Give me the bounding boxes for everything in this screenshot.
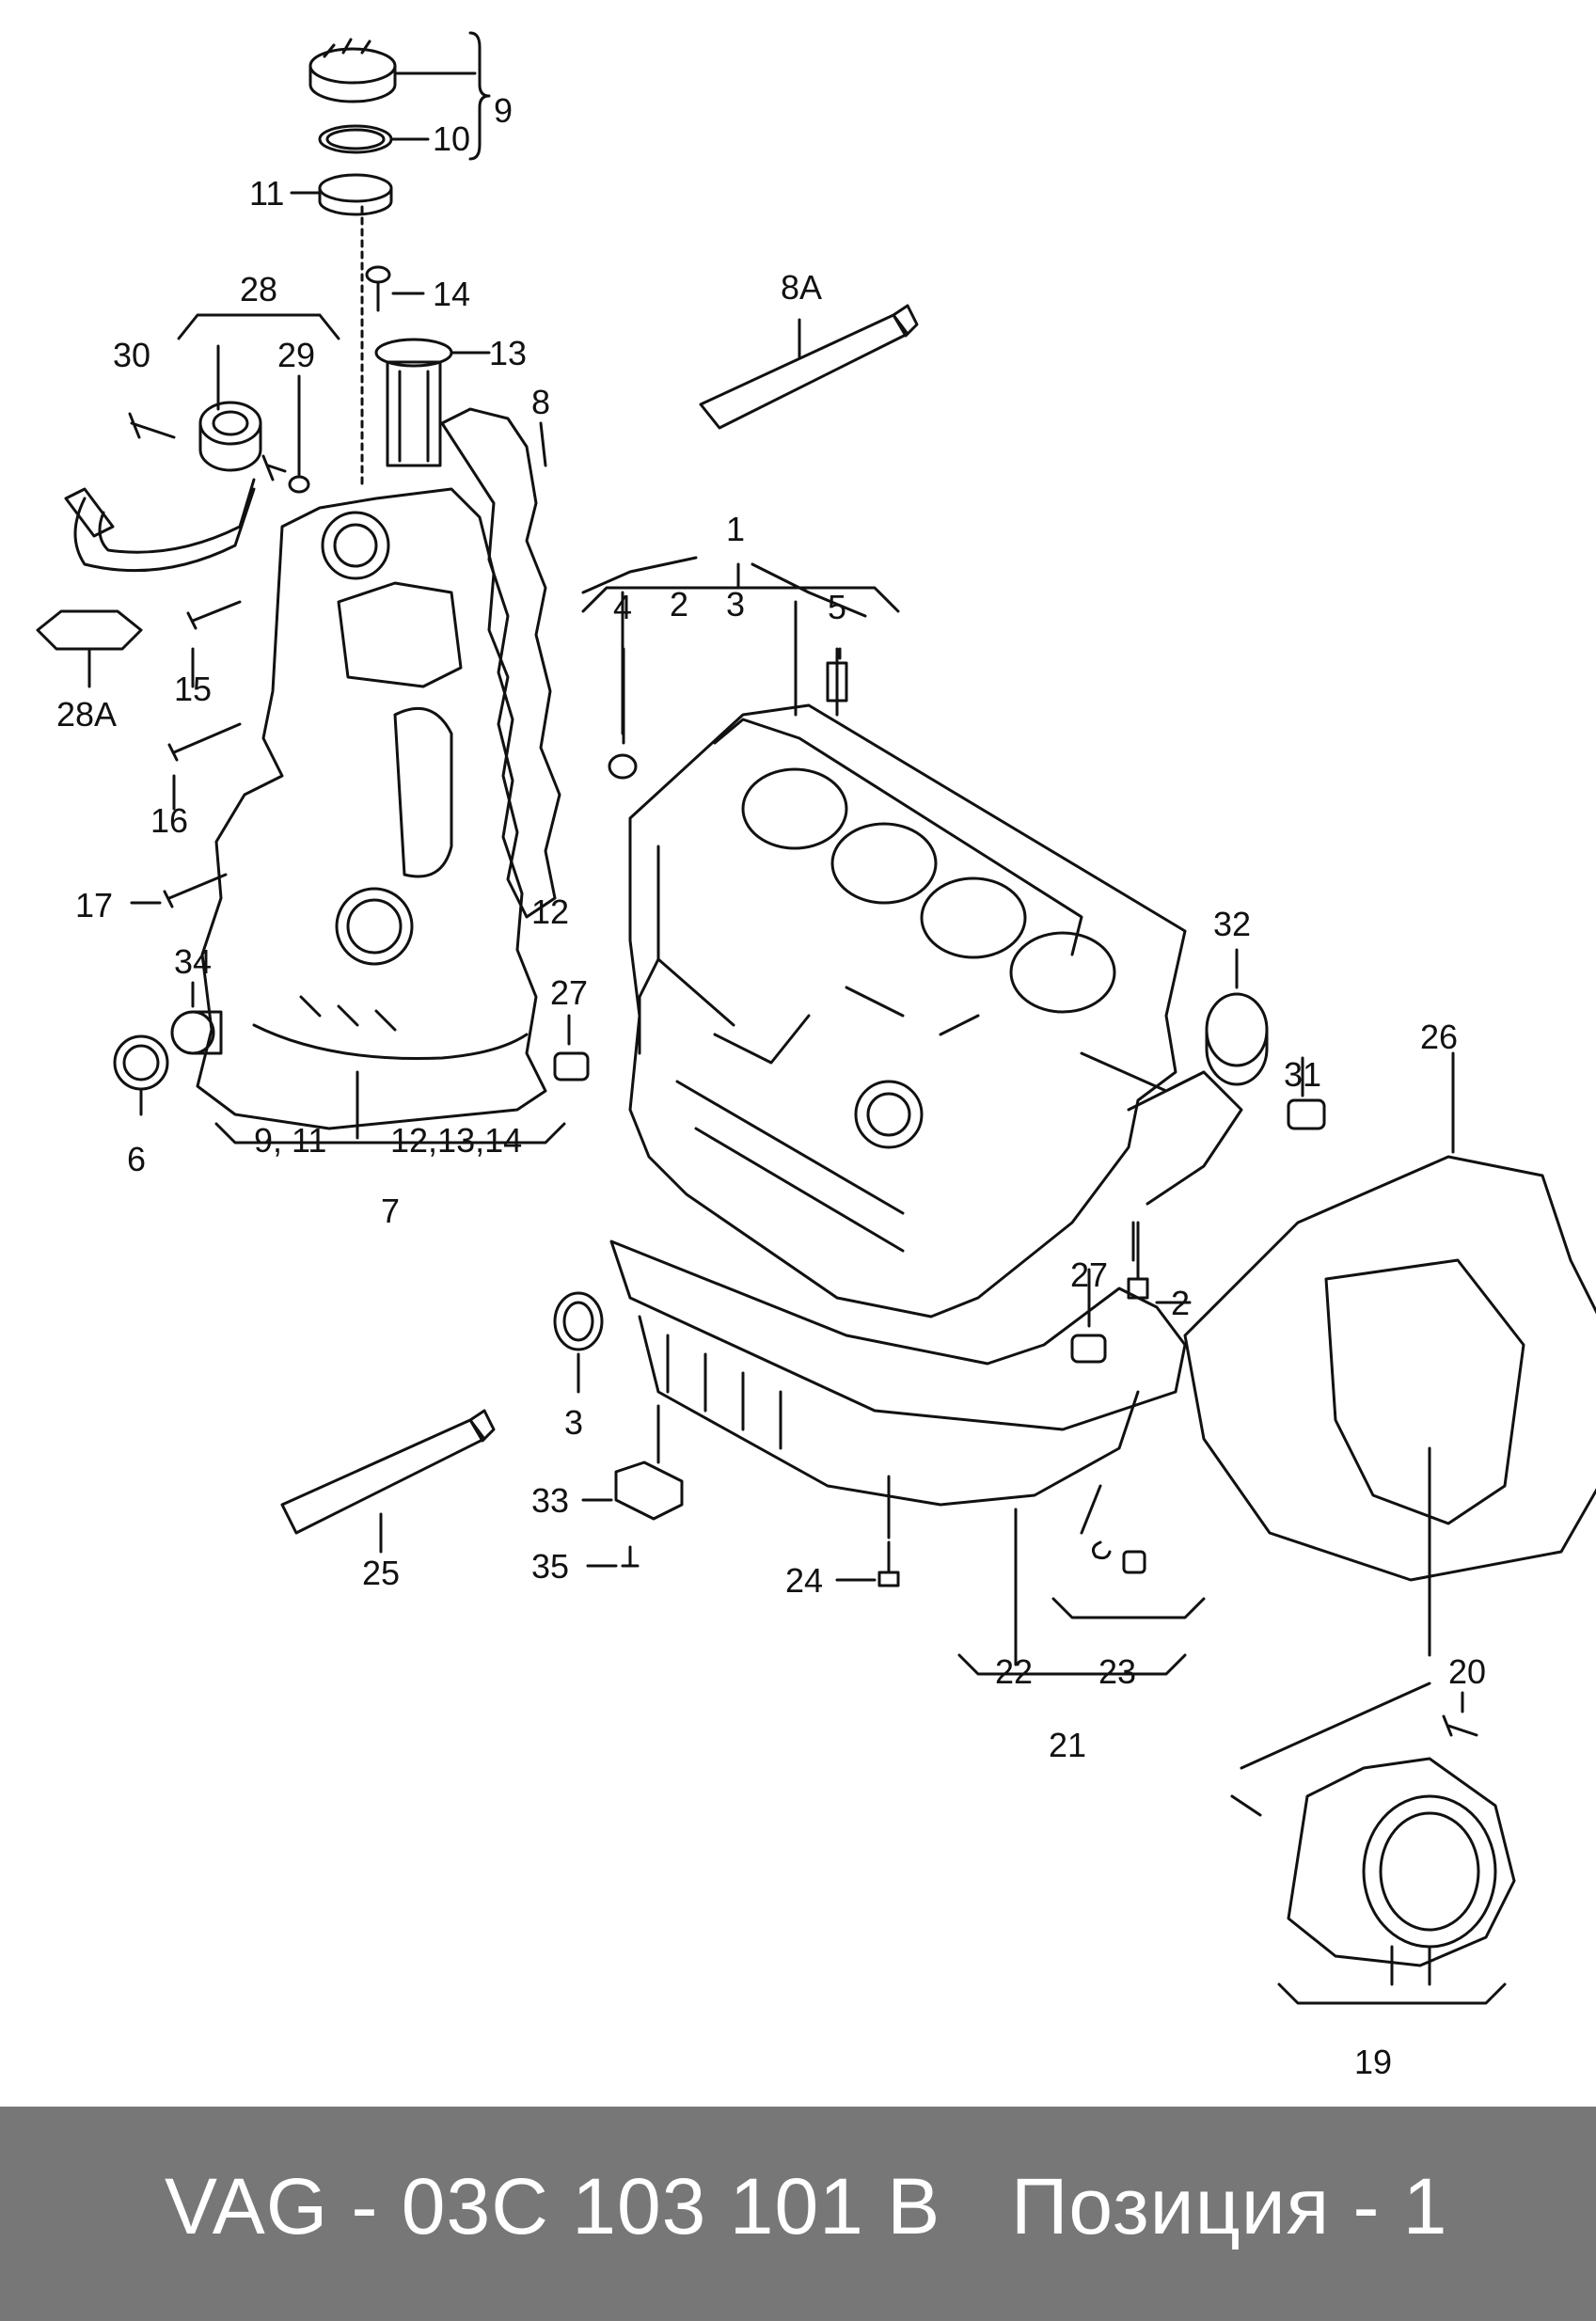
label-22: 22 xyxy=(995,1652,1033,1691)
cover-gasket xyxy=(440,407,561,919)
label-14: 14 xyxy=(433,275,470,313)
label-27-right: 27 xyxy=(1070,1255,1108,1294)
label-30: 30 xyxy=(113,336,150,374)
label-3-bottom: 3 xyxy=(564,1403,583,1442)
part-number-text: VAG - 03C 103 101 B xyxy=(165,2162,941,2250)
label-26: 26 xyxy=(1420,1018,1458,1056)
oil-filler-cap xyxy=(290,31,491,216)
sealant-tube-25 xyxy=(280,1409,496,1554)
label-7: 7 xyxy=(381,1192,400,1230)
label-32: 32 xyxy=(1213,905,1251,943)
engine-block xyxy=(581,556,1243,1318)
front-seal xyxy=(553,1291,604,1394)
label-28: 28 xyxy=(240,270,277,308)
oil-sensor xyxy=(581,1404,900,1587)
label-9-11: 9, 11 xyxy=(254,1121,326,1160)
label-9: 9 xyxy=(494,91,513,130)
filler-neck xyxy=(360,205,491,491)
label-13: 13 xyxy=(489,334,527,372)
label-4: 4 xyxy=(613,588,632,626)
oil-pan xyxy=(609,1239,1187,1676)
label-33: 33 xyxy=(531,1481,569,1520)
position-text: Позиция - 1 xyxy=(1011,2162,1448,2250)
engine-block-exploded-view: 9 10 11 14 13 28 30 29 28A 15 16 17 34 6… xyxy=(36,31,1596,2081)
callout-labels: 9 10 11 14 13 28 30 29 28A 15 16 17 34 6… xyxy=(56,91,1486,2081)
part-info-footer: VAG - 03C 103 101 B Позиция - 1 xyxy=(0,2107,1596,2321)
label-11: 11 xyxy=(249,174,284,213)
label-23: 23 xyxy=(1098,1652,1136,1691)
label-20: 20 xyxy=(1448,1652,1486,1691)
rear-gasket xyxy=(1183,1051,1596,1657)
label-3-top: 3 xyxy=(726,585,745,624)
sealant-tube-8A xyxy=(699,304,919,430)
label-5: 5 xyxy=(828,588,846,626)
label-25: 25 xyxy=(362,1554,400,1592)
label-28A: 28A xyxy=(56,695,117,734)
cover-bolts xyxy=(130,600,242,908)
label-1: 1 xyxy=(726,510,745,548)
label-35: 35 xyxy=(531,1547,569,1586)
label-27-left: 27 xyxy=(550,973,588,1012)
label-15: 15 xyxy=(174,670,212,708)
rear-seal-flange xyxy=(1230,1682,1516,2005)
label-16: 16 xyxy=(150,801,188,840)
label-29: 29 xyxy=(277,336,315,374)
small-parts xyxy=(553,948,1326,1619)
label-8: 8 xyxy=(531,383,550,421)
label-2-top: 2 xyxy=(670,585,688,624)
label-6: 6 xyxy=(127,1140,146,1178)
label-12: 12 xyxy=(531,892,569,931)
label-8A: 8A xyxy=(781,268,822,307)
label-17: 17 xyxy=(75,886,113,924)
breather-assembly xyxy=(36,313,340,688)
label-31: 31 xyxy=(1284,1055,1321,1094)
label-12-13-14: 12,13,14 xyxy=(390,1121,522,1160)
label-24: 24 xyxy=(785,1561,823,1600)
label-34: 34 xyxy=(174,942,212,981)
label-10: 10 xyxy=(433,119,470,158)
exploded-parts-diagram: 9 10 11 14 13 28 30 29 28A 15 16 17 34 6… xyxy=(36,31,1596,2081)
block-bracket xyxy=(581,562,1135,1262)
label-19: 19 xyxy=(1354,2043,1392,2081)
label-21: 21 xyxy=(1049,1726,1086,1764)
timing-cover xyxy=(196,487,566,1145)
label-2-right: 2 xyxy=(1171,1284,1190,1322)
seal-and-bushing xyxy=(113,981,223,1116)
